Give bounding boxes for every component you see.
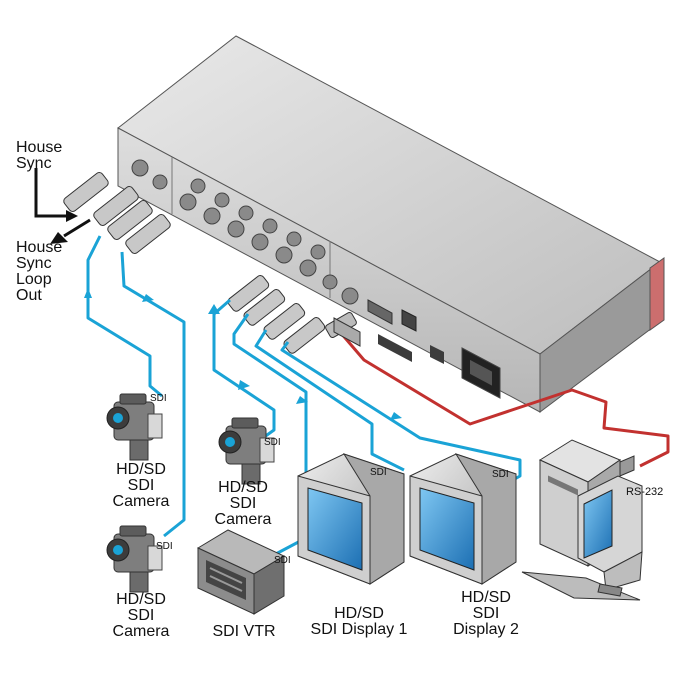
- bnc-connector-icon: [310, 244, 326, 260]
- bnc-connector-icon: [179, 193, 197, 211]
- display-1-label: HD/SD SDI Display 1: [310, 605, 408, 638]
- rs232-label: RS-232: [626, 486, 664, 498]
- sdi-cable-cam3: [120, 251, 186, 538]
- sdi-tag-vtr: SDI: [274, 555, 291, 566]
- switcher-chassis: [117, 35, 665, 413]
- camera-1-label: HD/SD SDI Camera: [112, 461, 170, 510]
- arrow-icon: [390, 412, 402, 420]
- bnc-connector-icon: [275, 246, 293, 264]
- pc-tower-icon: [521, 439, 643, 601]
- bnc-connector-icon: [283, 317, 326, 354]
- bnc-plugs: [63, 172, 357, 354]
- rs232-cable: [338, 331, 670, 468]
- bnc-connector-icon: [214, 192, 230, 208]
- bnc-connector-icon: [341, 287, 359, 305]
- sdi-cable-cam1: [86, 235, 163, 398]
- bnc-connector-icon: [322, 274, 338, 290]
- bnc-connector-icon: [238, 205, 254, 221]
- arrow-icon: [84, 288, 92, 298]
- sdi-tag-disp2: SDI: [492, 469, 509, 480]
- monitor-icon: [409, 453, 517, 585]
- bnc-connector-icon: [227, 275, 270, 312]
- house-sync-label: House Sync: [16, 139, 63, 172]
- bnc-connector-icon: [286, 231, 302, 247]
- sdi-tag-cam3: SDI: [156, 541, 173, 552]
- bnc-connector-icon: [263, 303, 306, 340]
- sdi-cable-disp1: [254, 329, 405, 472]
- bnc-connector-icon: [63, 172, 109, 212]
- bnc-connectors: [131, 159, 359, 305]
- camera-icon: [106, 525, 163, 593]
- bnc-connector-icon: [125, 214, 171, 254]
- house-sync-arrows: [34, 168, 91, 244]
- vtr-label: SDI VTR: [212, 623, 276, 640]
- sdi-tag-disp1: SDI: [370, 467, 387, 478]
- display-2-label: HD/SD SDI Display 2: [453, 589, 519, 638]
- arrow-icon: [296, 396, 308, 404]
- camera-3-label: HD/SD SDI Camera: [112, 591, 170, 640]
- bnc-connector-icon: [203, 207, 221, 225]
- camera-icon: [106, 393, 163, 461]
- sdi-tag-cam2: SDI: [264, 437, 281, 448]
- bnc-connector-icon: [152, 174, 168, 190]
- arrow-icon: [142, 294, 154, 302]
- monitor-icon: [297, 453, 405, 585]
- bnc-connector-icon: [107, 200, 153, 240]
- arrow-icon: [238, 380, 250, 390]
- arrow-icon: [208, 304, 220, 314]
- bnc-connector-icon: [227, 220, 245, 238]
- bnc-connector-icon: [251, 233, 269, 251]
- camera-2-label: HD/SD SDI Camera: [214, 479, 272, 528]
- bnc-connector-icon: [93, 186, 139, 226]
- house-sync-loop-out-label: House Sync Loop Out: [16, 239, 63, 304]
- sdi-cable-disp2: [280, 341, 522, 486]
- bnc-connector-icon: [190, 178, 206, 194]
- vtr-icon: [196, 529, 286, 615]
- sdi-tag-cam1: SDI: [150, 393, 167, 404]
- cable-direction-arrows: [84, 288, 402, 420]
- bnc-connector-icon: [262, 218, 278, 234]
- bnc-connector-icon: [131, 159, 149, 177]
- rs232-connectors: [333, 317, 635, 477]
- camera-icon: [218, 417, 275, 485]
- bnc-connector-icon: [243, 289, 286, 326]
- bnc-connector-icon: [299, 259, 317, 277]
